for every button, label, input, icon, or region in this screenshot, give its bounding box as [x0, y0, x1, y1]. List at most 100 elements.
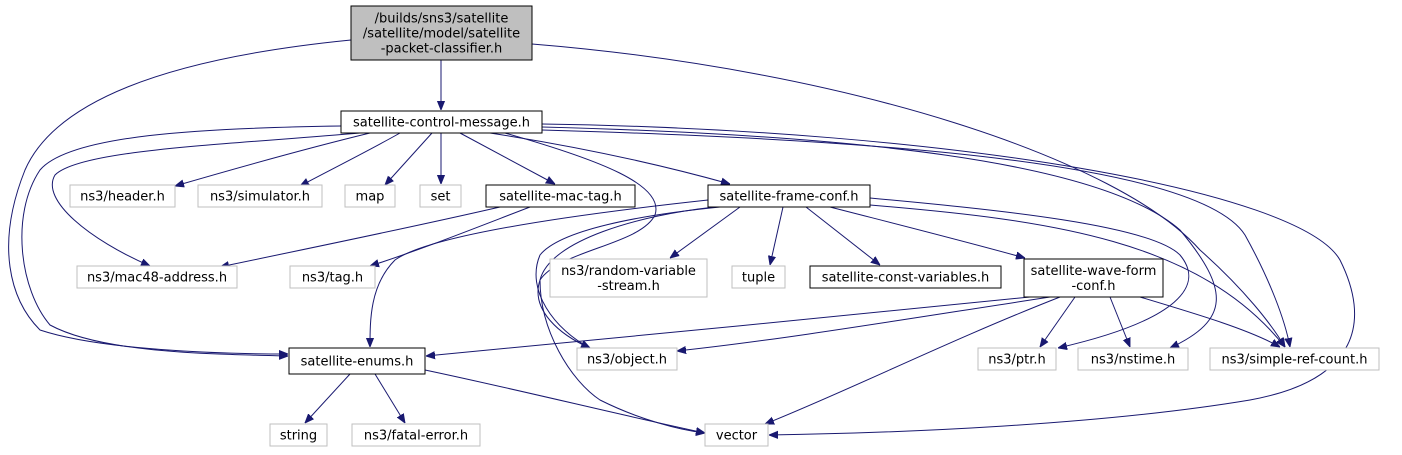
edge-frameconf-to-vector — [539, 206, 716, 433]
set-node: set — [419, 184, 462, 208]
edge-mactag-to-tag — [370, 206, 531, 266]
ns3-tag-node-box — [289, 265, 376, 289]
ns3-random-variable-stream-node-label: -stream.h — [597, 279, 660, 294]
satellite-frame-conf-node-box — [707, 184, 871, 208]
satellite-packet-classifier-node[interactable]: /builds/sns3/satellite/satellite/model/s… — [350, 5, 533, 61]
satellite-enums-node[interactable]: satellite-enums.h — [288, 347, 426, 375]
string-node-label: string — [280, 429, 317, 444]
satellite-enums-node-box — [288, 347, 426, 375]
satellite-enums-node-label: satellite-enums.h — [301, 355, 414, 370]
edge-waveform-to-ptr — [1040, 296, 1076, 347]
satellite-wave-form-conf-node-label: -conf.h — [1071, 279, 1115, 294]
edge-enums-to-string — [305, 373, 351, 423]
ns3-fatal-error-node-box — [351, 423, 481, 447]
satellite-const-variables-node-box — [809, 265, 1002, 289]
edge-root-to-enums — [8, 39, 352, 354]
ns3-simulator-node-box — [197, 184, 323, 208]
edge-ctrl-to-mactag — [459, 132, 555, 184]
ns3-nstime-node: ns3/nstime.h — [1077, 347, 1189, 371]
edge-frameconf-to-tuple — [770, 206, 784, 265]
ns3-nstime-node-label: ns3/nstime.h — [1091, 353, 1175, 368]
satellite-const-variables-node-label: satellite-const-variables.h — [822, 271, 990, 286]
edge-ctrl-to-nstime — [541, 126, 1217, 348]
map-node-box — [344, 184, 396, 208]
ns3-simple-ref-count-node: ns3/simple-ref-count.h — [1209, 347, 1380, 371]
ns3-simple-ref-count-node-box — [1209, 347, 1380, 371]
edge-mactag-to-mac48 — [220, 206, 501, 267]
edge-ctrl-to-frameconf — [489, 132, 730, 184]
satellite-packet-classifier-node-box — [350, 5, 533, 61]
ns3-header-node-label: ns3/header.h — [80, 190, 165, 205]
ns3-header-node-box — [69, 184, 176, 208]
satellite-control-message-node-label: satellite-control-message.h — [353, 116, 530, 131]
satellite-wave-form-conf-node-box — [1023, 258, 1164, 298]
ns3-nstime-node-box — [1077, 347, 1189, 371]
edge-ctrl-to-simplerefcount — [541, 129, 1290, 347]
edge-frameconf-to-simplerefcount — [869, 204, 1285, 347]
edge-waveform-to-enums — [426, 296, 1031, 356]
edge-ctrl-to-header — [175, 132, 371, 186]
ns3-header-node: ns3/header.h — [69, 184, 176, 208]
tuple-node-box — [731, 265, 786, 289]
edge-waveform-to-simplerefcount — [1139, 296, 1280, 347]
satellite-mac-tag-node-box — [485, 184, 636, 208]
satellite-frame-conf-node[interactable]: satellite-frame-conf.h — [707, 184, 871, 208]
tuple-node-label: tuple — [742, 271, 775, 286]
satellite-frame-conf-node-label: satellite-frame-conf.h — [719, 190, 858, 205]
vector-node-label: vector — [716, 429, 758, 444]
satellite-control-message-node-box — [340, 110, 543, 134]
dependency-edges — [8, 39, 1356, 435]
set-node-box — [419, 184, 462, 208]
ns3-ptr-node: ns3/ptr.h — [977, 347, 1057, 371]
edge-waveform-to-vector — [765, 296, 1061, 425]
edge-frameconf-to-ptr — [869, 197, 1190, 348]
edge-frameconf-to-randvar — [670, 206, 741, 258]
edge-frameconf-to-enums — [370, 199, 709, 347]
ns3-fatal-error-node-label: ns3/fatal-error.h — [364, 429, 468, 444]
ns3-simulator-node: ns3/simulator.h — [197, 184, 323, 208]
vector-node: vector — [704, 423, 769, 447]
ns3-random-variable-stream-node-box — [549, 258, 708, 298]
ns3-object-node: ns3/object.h — [576, 347, 678, 371]
edge-frameconf-to-waveform — [829, 206, 1025, 258]
satellite-packet-classifier-node-label: /builds/sns3/satellite — [375, 12, 509, 27]
satellite-wave-form-conf-node[interactable]: satellite-wave-form-conf.h — [1023, 258, 1164, 298]
edge-ctrl-to-vector — [541, 123, 1356, 435]
satellite-mac-tag-node-label: satellite-mac-tag.h — [499, 190, 622, 205]
tuple-node: tuple — [731, 265, 786, 289]
satellite-control-message-node[interactable]: satellite-control-message.h — [340, 110, 543, 134]
edge-root-to-simplerefcount — [531, 43, 1285, 347]
set-node-label: set — [431, 190, 451, 205]
vector-node-box — [704, 423, 769, 447]
ns3-fatal-error-node: ns3/fatal-error.h — [351, 423, 481, 447]
edge-ctrl-to-enums — [21, 125, 342, 356]
ns3-ptr-node-label: ns3/ptr.h — [988, 353, 1046, 368]
ns3-mac48-address-node-label: ns3/mac48-address.h — [87, 271, 227, 286]
satellite-mac-tag-node[interactable]: satellite-mac-tag.h — [485, 184, 636, 208]
edge-waveform-to-object — [677, 296, 1051, 351]
edge-ctrl-to-mac48 — [51, 132, 361, 266]
ns3-object-node-label: ns3/object.h — [587, 353, 667, 368]
edge-ctrl-to-map — [385, 132, 433, 185]
string-node: string — [269, 423, 328, 447]
satellite-const-variables-node[interactable]: satellite-const-variables.h — [809, 265, 1002, 289]
edge-frameconf-to-object — [535, 206, 721, 348]
map-node-label: map — [356, 190, 385, 205]
string-node-box — [269, 423, 328, 447]
ns3-tag-node-label: ns3/tag.h — [302, 271, 363, 286]
ns3-tag-node: ns3/tag.h — [289, 265, 376, 289]
ns3-mac48-address-node: ns3/mac48-address.h — [76, 265, 238, 289]
edge-enums-to-fatalerror — [374, 373, 405, 423]
ns3-object-node-box — [576, 347, 678, 371]
ns3-simulator-node-label: ns3/simulator.h — [210, 190, 310, 205]
ns3-ptr-node-box — [977, 347, 1057, 371]
map-node: map — [344, 184, 396, 208]
file-nodes: /builds/sns3/satellite/satellite/model/s… — [69, 5, 1380, 447]
edge-ctrl-to-simulator — [300, 132, 401, 186]
ns3-random-variable-stream-node-label: ns3/random-variable — [561, 264, 696, 279]
edge-ctrl-to-object — [504, 132, 657, 348]
ns3-random-variable-stream-node: ns3/random-variable-stream.h — [549, 258, 708, 298]
satellite-wave-form-conf-node-label: satellite-wave-form — [1031, 264, 1157, 279]
ns3-mac48-address-node-box — [76, 265, 238, 289]
